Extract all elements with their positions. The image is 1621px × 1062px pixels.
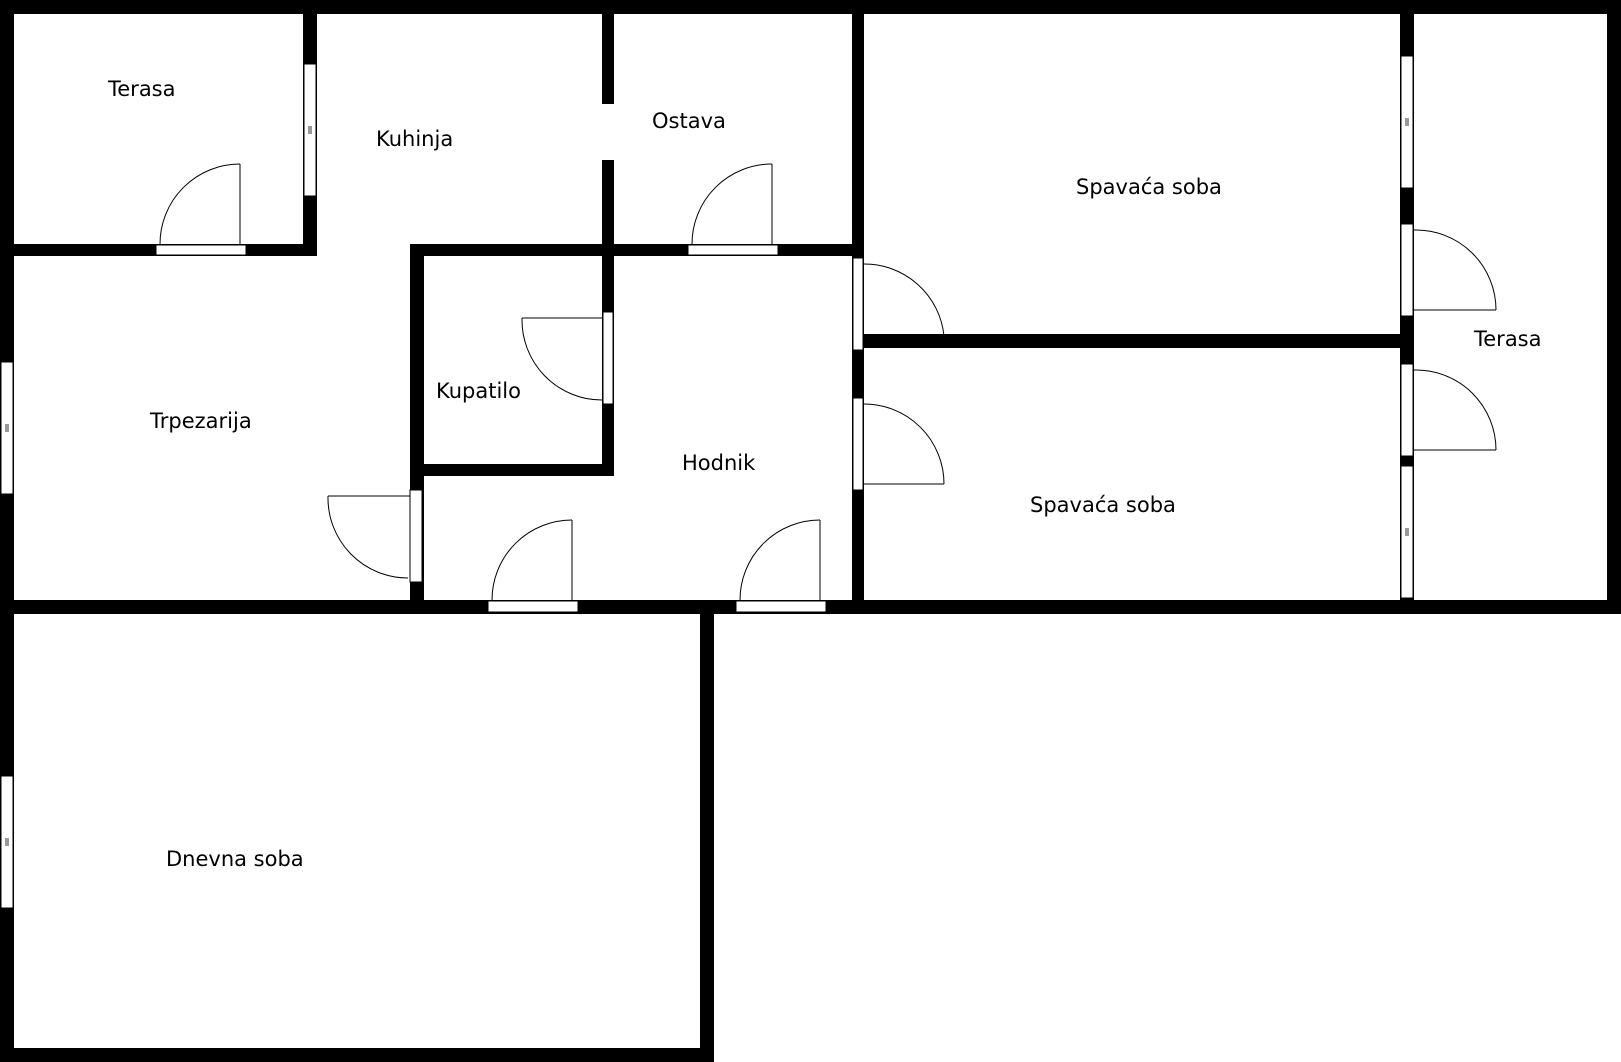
- room-label-dnevna-soba: Dnevna soba: [166, 847, 304, 871]
- wall-kitchen-storage-lower: [602, 160, 614, 256]
- door: [1400, 223, 1497, 317]
- wall-living-bottom: [0, 1048, 714, 1062]
- wall-bedroom-divider: [852, 334, 1412, 348]
- room-label-spavaca-soba-bottom: Spavaća soba: [1030, 493, 1176, 517]
- room-label-kuhinja: Kuhinja: [376, 127, 453, 151]
- windows: [0, 55, 1414, 909]
- door: [487, 519, 579, 613]
- wall-upper-bottom-right: [700, 600, 1621, 614]
- door: [852, 257, 945, 351]
- door: [852, 397, 945, 491]
- room-label-kupatilo: Kupatilo: [436, 379, 521, 403]
- door: [521, 311, 614, 405]
- room-label-trpezarija: Trpezarija: [149, 409, 252, 433]
- door: [687, 163, 779, 256]
- room-label-ostava: Ostava: [652, 109, 726, 133]
- wall-middle-horizontal: [0, 600, 714, 614]
- wall-bath-bottom: [410, 464, 614, 476]
- wall-living-right: [700, 600, 714, 1062]
- window: [303, 63, 317, 197]
- room-label-terasa-right: Terasa: [1473, 327, 1542, 351]
- room-label-terasa-top: Terasa: [107, 77, 176, 101]
- wall-outer-right: [1607, 0, 1621, 614]
- wall-kitchen-storage-upper: [602, 0, 614, 104]
- window: [1400, 55, 1414, 189]
- doors: [155, 163, 1497, 613]
- room-label-hodnik: Hodnik: [682, 451, 756, 475]
- window: [0, 361, 14, 495]
- room-label-spavaca-soba-top: Spavaća soba: [1076, 175, 1222, 199]
- door: [327, 489, 423, 583]
- window: [1400, 465, 1414, 599]
- window: [0, 775, 14, 909]
- wall-outer-top: [0, 0, 1621, 14]
- wall-bath-top: [410, 244, 864, 256]
- door: [1400, 363, 1497, 457]
- room-labels: Terasa Kuhinja Ostava Spavaća soba Teras…: [107, 77, 1542, 871]
- door: [155, 163, 247, 256]
- door: [735, 519, 827, 613]
